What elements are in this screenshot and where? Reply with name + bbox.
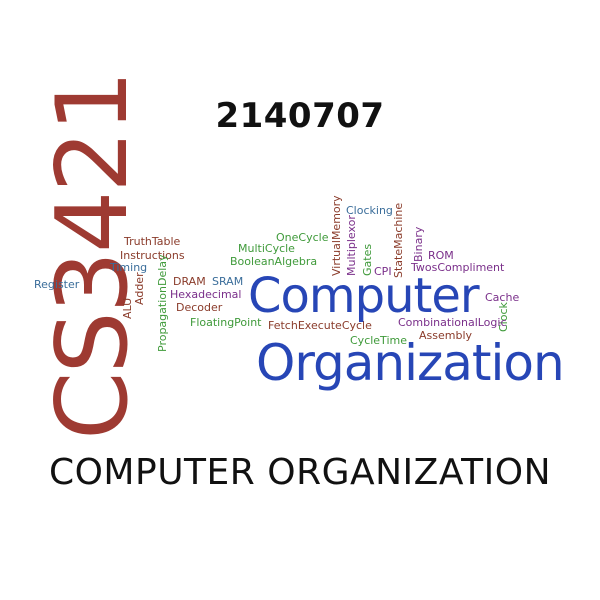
footer-title: COMPUTER ORGANIZATION [48,452,552,493]
word-hexadecimal: Hexadecimal [170,288,242,301]
headline-computer: Computer [248,268,480,324]
word-rom: ROM [428,249,454,262]
word-virtualmemory: VirtualMemory [330,195,343,276]
word-statemachine: StateMachine [392,202,405,278]
word-timing: Timing [110,261,148,274]
word-combinationallogic: CombinationalLogic [398,316,507,329]
word-onecycle: OneCycle [276,231,329,244]
word-propagationdelay: PropagationDelay [156,254,169,352]
word-floatingpoint: FloatingPoint [190,316,262,329]
course-code: 2140707 [215,96,385,136]
word-sram: SRAM [212,275,244,288]
word-instructions: Instructions [120,249,185,262]
word-clocking: Clocking [346,204,393,217]
headline-organization: Organization [256,334,565,392]
word-cpi: CPI [374,265,392,278]
word-multicycle: MultiCycle [238,242,295,255]
word-dram: DRAM [173,275,206,288]
word-booleanalgebra: BooleanAlgebra [230,255,318,268]
word-assembly: Assembly [419,329,473,342]
word-register: Register [34,278,80,291]
word-cycletime: CycleTime [350,334,407,347]
word-multiplexor: Multiplexor [345,215,358,276]
word-decoder: Decoder [176,301,223,314]
word-binary: Binary [412,226,425,262]
word-twoscompliment: TwosCompliment [411,261,505,274]
word-cache: Cache [485,291,520,304]
word-fetchexecutecycle: FetchExecuteCycle [268,319,372,332]
word-alu: ALU [121,297,134,319]
word-adder: Adder [133,272,146,305]
word-truthtable: TruthTable [124,235,181,248]
